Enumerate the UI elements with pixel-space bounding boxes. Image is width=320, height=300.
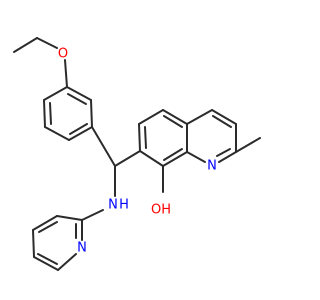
bond-q-c2-methyl: [235, 137, 261, 153]
bond-pyridine-c6-c5-inner: [37, 253, 58, 265]
bond-q-c2-n1-inner: [216, 148, 231, 157]
molecule-structure: O N N H N OH: [13, 37, 261, 271]
bond-q-c5-c4a: [162, 109, 188, 125]
bond-q-c4-c3: [211, 109, 237, 125]
bond-nh-pyridine: [81, 209, 104, 221]
atom-hydrogen-amine: H: [119, 198, 129, 213]
bond-phenyl-1: [66, 86, 92, 101]
bond-phenyl-5: [43, 99, 46, 128]
atom-labels: O N N H N OH: [58, 47, 217, 256]
atom-oxygen-ether: O: [58, 47, 68, 62]
bond-pyridine-c3-c2: [56, 215, 83, 221]
bond-pyridine-n-c6: [57, 253, 77, 271]
bond-q-c6-c5: [138, 109, 164, 125]
atom-nitrogen-amine: N: [108, 198, 118, 213]
bond-pyridine-c5-c4: [32, 229, 35, 258]
bond-phenyl-1-inner: [67, 93, 87, 105]
bond-pyridine-c4-c3: [32, 215, 58, 231]
bond-q-c4-c3-inner: [212, 115, 232, 128]
bond-phenyl-ch: [91, 126, 116, 167]
bond-ethyl-ch2-o: [36, 37, 58, 49]
atom-nitrogen-quinoline: N: [207, 159, 217, 174]
bond-q-n1-c8a: [186, 151, 206, 163]
bond-q-c4a-c4: [186, 109, 213, 125]
bond-q-c5-c4a-inner: [163, 115, 183, 128]
bond-phenyl-4: [44, 126, 70, 141]
bond-q-c7-c6-inner: [144, 126, 147, 149]
bond-pyridine-c4-c3-inner: [38, 221, 58, 233]
atom-hydroxyl: OH: [151, 203, 171, 218]
bond-ethyl-ch3: [13, 37, 38, 53]
bond-pyridine-c6-c5: [33, 256, 59, 271]
bond-phenyl-3: [68, 126, 93, 141]
bond-q-c7-c6: [138, 123, 141, 152]
atom-nitrogen-pyridine: N: [77, 241, 87, 256]
bond-q-c2-n1: [218, 151, 237, 163]
bond-o-aryl: [64, 59, 68, 88]
bond-phenyl-5-inner: [49, 102, 52, 125]
structure-canvas: O N N H N OH: [13, 37, 261, 271]
bond-q-c8a-c8-inner: [163, 148, 183, 161]
bond-q-c8-c7: [139, 150, 164, 167]
bond-phenyl-6: [43, 86, 68, 101]
bond-ch-quinoline: [114, 150, 141, 167]
bonds: [13, 37, 261, 271]
bond-phenyl-3-inner: [69, 123, 88, 135]
bond-q-c8a-c8: [162, 151, 188, 167]
bond-phenyl-2: [90, 99, 93, 128]
